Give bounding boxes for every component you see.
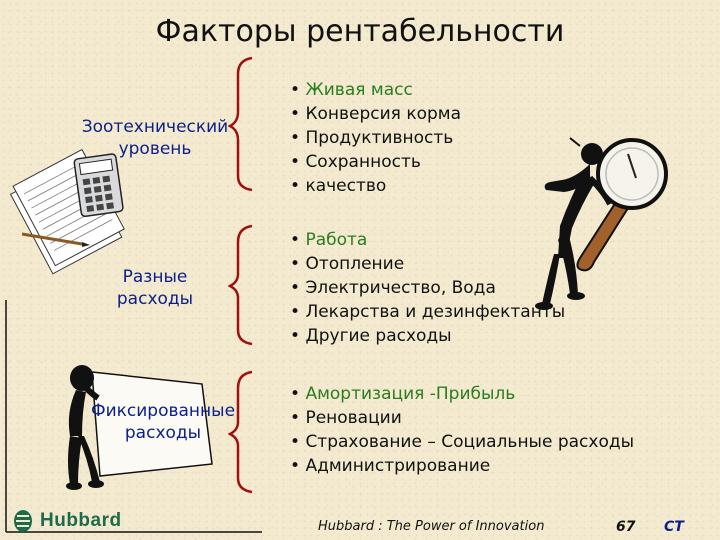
category-zootechnical: Зоотехнический уровень bbox=[70, 116, 240, 160]
factor-list-fixed-costs: Амортизация -Прибыль Реновации Страхован… bbox=[290, 382, 634, 478]
list-item: Реновации bbox=[290, 406, 634, 430]
category-line: уровень bbox=[118, 139, 192, 159]
list-item: Страхование – Социальные расходы bbox=[290, 430, 634, 454]
category-line: расходы bbox=[124, 423, 202, 443]
page-number: 67 bbox=[616, 519, 636, 535]
list-item: Продуктивность bbox=[290, 126, 461, 150]
factor-list-zootechnical: Живая масс Конверсия корма Продуктивност… bbox=[290, 78, 461, 198]
hubbard-logo-icon bbox=[14, 510, 32, 532]
list-item: Электричество, Вода bbox=[290, 276, 565, 300]
list-item: Амортизация -Прибыль bbox=[290, 382, 634, 406]
footer-tagline: Hubbard : The Power of Innovation bbox=[318, 519, 545, 534]
list-item: Конверсия корма bbox=[290, 102, 461, 126]
logo-text: Hubbard bbox=[40, 510, 122, 531]
list-item: Администрирование bbox=[290, 454, 634, 478]
brace-group-1 bbox=[228, 56, 253, 192]
brace-group-3 bbox=[228, 370, 253, 494]
category-line: Зоотехнический bbox=[81, 117, 229, 137]
list-item: Сохранность bbox=[290, 150, 461, 174]
factor-list-various-costs: Работа Отопление Электричество, Вода Лек… bbox=[290, 228, 565, 348]
brace-group-2 bbox=[228, 224, 253, 346]
list-item: качество bbox=[290, 174, 461, 198]
category-line: расходы bbox=[116, 289, 194, 309]
category-fixed-costs: Фиксированные расходы bbox=[84, 400, 242, 444]
category-line: Фиксированные bbox=[90, 401, 236, 421]
list-item: Работа bbox=[290, 228, 565, 252]
list-item: Отопление bbox=[290, 252, 565, 276]
category-line: Разные bbox=[122, 267, 188, 287]
category-various-costs: Разные расходы bbox=[90, 266, 220, 310]
author-initials: CT bbox=[664, 519, 684, 535]
hubbard-logo: Hubbard bbox=[12, 508, 122, 534]
slide-title: Факторы рентабельности bbox=[155, 14, 565, 49]
sign-holding-figure-icon bbox=[66, 365, 213, 490]
calculator-and-papers-icon bbox=[9, 148, 125, 275]
list-item: Живая масс bbox=[290, 78, 461, 102]
list-item: Лекарства и дезинфектанты bbox=[290, 300, 565, 324]
list-item: Другие расходы bbox=[290, 324, 565, 348]
